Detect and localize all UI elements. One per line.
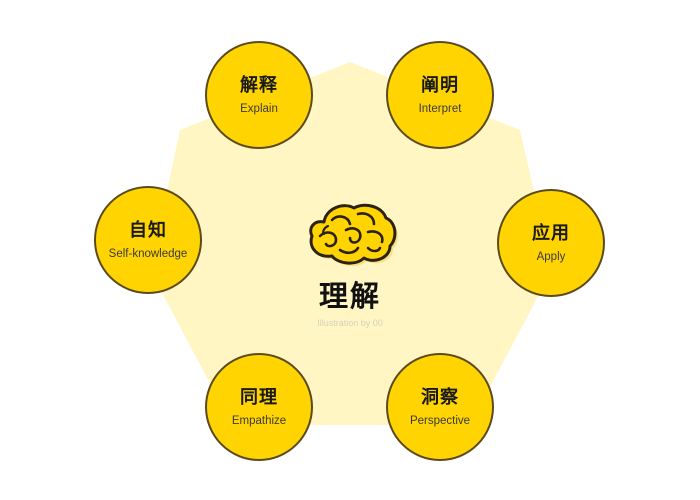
facet-node-interpret: 阐明 Interpret (386, 41, 494, 149)
facet-subtitle: Apply (536, 250, 566, 263)
illustration-credit: Illustration by 00 (317, 318, 383, 328)
facet-title: 自知 (129, 219, 167, 241)
center-title: 理解 (318, 279, 381, 313)
facet-subtitle: Perspective (409, 414, 471, 427)
facet-title: 解释 (240, 74, 278, 96)
facet-node-perspective: 洞察 Perspective (386, 353, 494, 461)
facet-title: 洞察 (421, 386, 459, 408)
facet-title: 应用 (532, 222, 570, 244)
brain-icon (309, 203, 398, 266)
facet-title: 同理 (240, 386, 278, 408)
facet-subtitle: Explain (240, 102, 278, 115)
facet-node-explain: 解释 Explain (205, 41, 313, 149)
facet-node-apply: 应用 Apply (497, 189, 605, 297)
facet-title: 阐明 (421, 74, 459, 96)
facet-subtitle: Interpret (418, 102, 462, 115)
facet-subtitle: Empathize (231, 414, 287, 427)
facet-node-self-knowledge: 自知 Self-knowledge (94, 186, 202, 294)
facet-subtitle: Self-knowledge (108, 247, 188, 260)
facet-node-empathize: 同理 Empathize (205, 353, 313, 461)
